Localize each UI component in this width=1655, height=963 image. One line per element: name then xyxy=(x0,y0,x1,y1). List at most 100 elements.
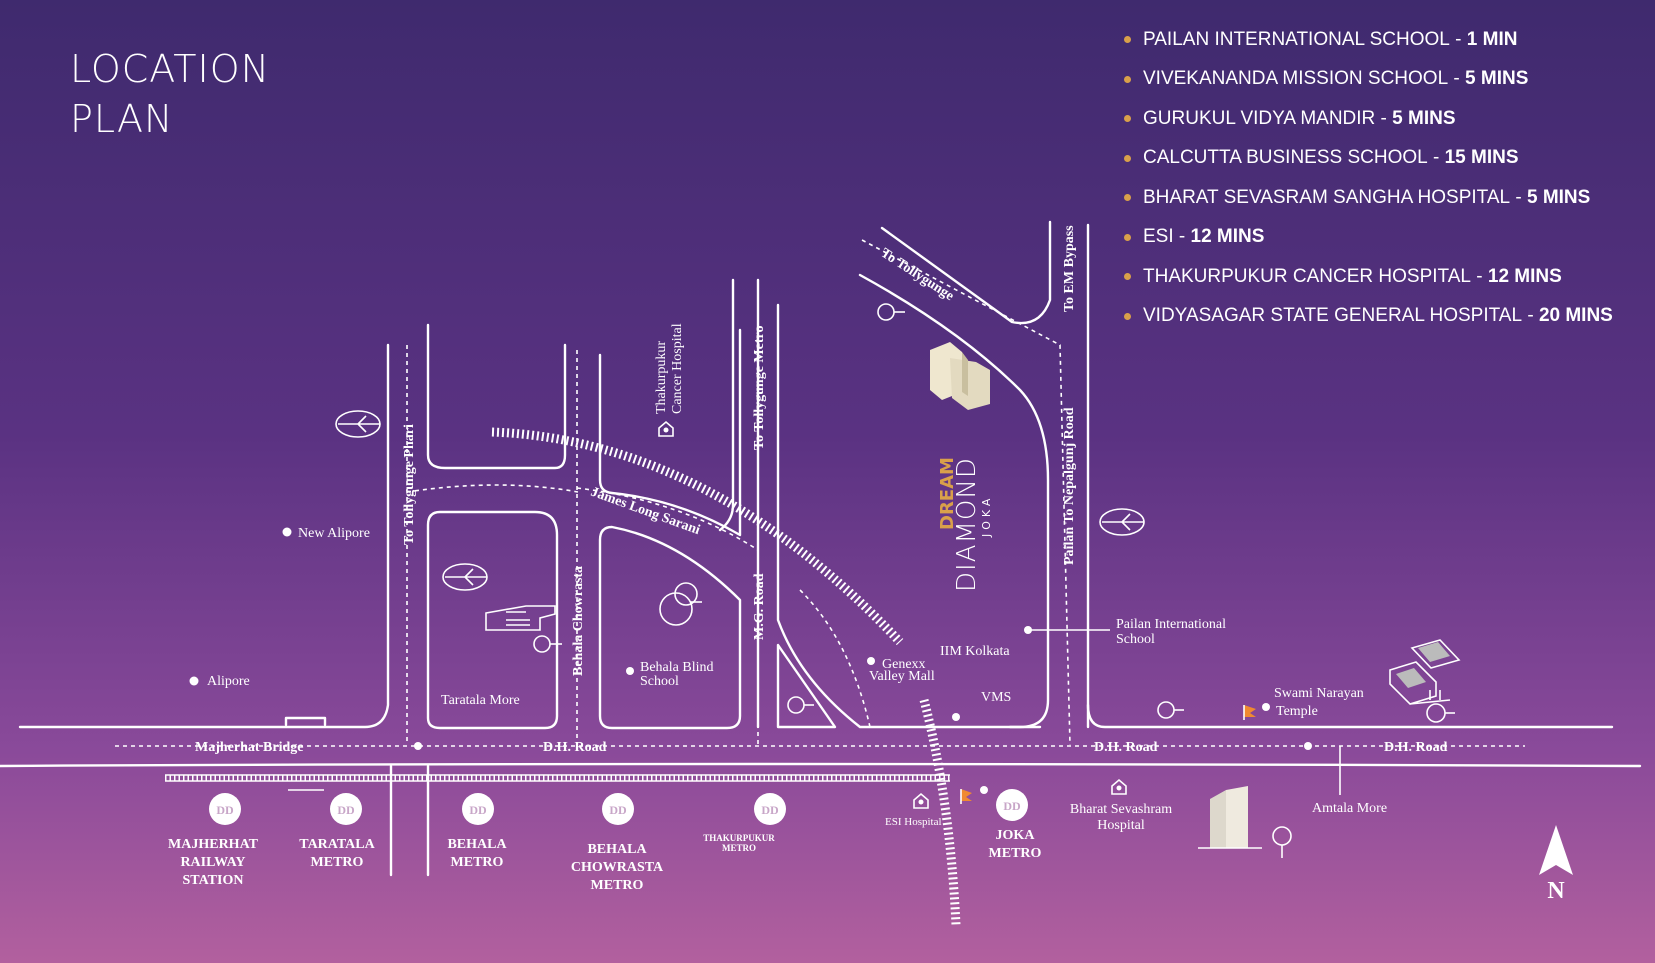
road-label-mg-road: M.G. Road xyxy=(752,573,767,640)
legend-place: THAKURPUKUR CANCER HOSPITAL xyxy=(1143,265,1471,287)
hospital-icon xyxy=(913,792,929,809)
road-label-nepalgunj-road: Pailan To Nepalgunj Road xyxy=(1062,407,1077,565)
park-leaf-icon xyxy=(442,563,488,591)
road-network xyxy=(0,220,1642,926)
legend-item: VIVEKANANDA MISSION SCHOOL - 5 MINS xyxy=(1124,60,1613,100)
temple-flag-icon xyxy=(1243,705,1256,720)
place-alipore: Alipore xyxy=(207,674,250,689)
legend-item: PAILAN INTERNATIONAL SCHOOL - 1 MIN xyxy=(1124,20,1613,60)
road-label-dh-road: D.H. Road xyxy=(1094,740,1158,755)
bullet-icon xyxy=(1124,115,1131,123)
location-dot xyxy=(414,742,422,750)
legend-place: VIDYASAGAR STATE GENERAL HOSPITAL xyxy=(1143,305,1523,327)
place-pailan-school-2: School xyxy=(1116,632,1155,647)
road-label-james-long-sarani: James Long Sarani xyxy=(589,485,702,539)
place-new-alipore: New Alipore xyxy=(298,526,370,541)
travel-time-legend: PAILAN INTERNATIONAL SCHOOL - 1 MIN VIVE… xyxy=(1124,20,1613,336)
legend-place: GURUKUL VIDYA MANDIR xyxy=(1143,107,1376,129)
to-tollygunge-road-south xyxy=(858,273,1050,729)
station-label: CHOWRASTA xyxy=(571,860,664,875)
station-label: JOKA xyxy=(996,828,1036,843)
station-labels: MAJHERHAT RAILWAY STATION TARATALA METRO… xyxy=(168,828,1042,893)
page-title: LOCATION PLAN xyxy=(70,44,270,144)
tollygunge-phari-road xyxy=(426,323,567,470)
place-genexx-2: Valley Mall xyxy=(869,669,935,684)
station-icon: DD xyxy=(754,793,786,825)
station-icon: DD xyxy=(462,793,494,825)
station-label: STATION xyxy=(183,873,244,888)
tree-icon xyxy=(1272,826,1292,858)
station-label: METRO xyxy=(311,855,364,870)
road-label-em-bypass: To EM Bypass xyxy=(1062,225,1077,312)
small-bracket xyxy=(284,716,327,727)
logo-brand-joka: JOKA xyxy=(980,495,993,538)
place-genexx: Genexx xyxy=(882,657,926,672)
hospital-icon xyxy=(1111,778,1127,795)
dh-road-lower-edge xyxy=(0,762,1642,768)
logo-brand-diamond: DIAMOND xyxy=(952,457,982,592)
svg-text:DD: DD xyxy=(337,803,355,817)
legend-time: 5 MINS xyxy=(1526,186,1591,208)
place-iim-kolkata: IIM Kolkata xyxy=(940,644,1010,659)
location-dot xyxy=(1262,703,1270,711)
legend-place: PAILAN INTERNATIONAL SCHOOL xyxy=(1143,28,1450,50)
place-bharat-sevashram-2: Hospital xyxy=(1097,818,1145,833)
station-label: TARATALA xyxy=(299,837,375,852)
svg-text:DD: DD xyxy=(761,803,779,817)
place-labels: New Alipore Alipore Taratala More Behala… xyxy=(207,323,1387,833)
triangle-island xyxy=(776,643,837,729)
place-amtala-more: Amtala More xyxy=(1312,801,1387,816)
building-icon xyxy=(1198,786,1262,849)
place-behala-blind-school: Behala Blind xyxy=(640,660,714,675)
tree-icon xyxy=(1426,703,1455,723)
map-icons: DD DD DD DD DD DD xyxy=(189,303,1573,875)
location-dot xyxy=(980,786,988,794)
legend-item: ESI - 12 MINS xyxy=(1124,218,1613,258)
legend-place: BHARAT SEVASRAM SANGHA HOSPITAL xyxy=(1143,186,1511,208)
bullet-icon xyxy=(1124,312,1131,320)
location-dot xyxy=(1024,626,1032,634)
esi-flag-icon xyxy=(960,789,972,804)
tree-icon xyxy=(533,635,562,653)
tree-icon xyxy=(787,696,814,714)
place-vms: VMS xyxy=(981,690,1011,705)
road-label-tollygunge-metro: To Tollygunge Metro xyxy=(752,326,767,450)
road-labels: To Tollygunge Phari Behala Chowrasta M.G… xyxy=(195,225,1448,755)
logo-brand-dream: DREAM xyxy=(937,457,958,530)
location-dot xyxy=(867,657,875,665)
james-long-sarani-centerline xyxy=(576,487,759,551)
place-thakurpukur-cancer-2: Cancer Hospital xyxy=(670,323,685,414)
inner-dashed-road xyxy=(406,484,579,493)
place-behala-blind-school-2: School xyxy=(640,674,679,689)
station-label: METRO xyxy=(591,878,644,893)
legend-item: THAKURPUKUR CANCER HOSPITAL - 12 MINS xyxy=(1124,257,1613,297)
tree-icon xyxy=(877,303,905,321)
svg-text:DD: DD xyxy=(609,803,627,817)
hospital-icon xyxy=(658,420,674,437)
project-logo: DREAM DIAMOND JOKA xyxy=(937,457,993,592)
legend-place: ESI xyxy=(1143,226,1174,248)
school-building-icon xyxy=(1389,639,1461,705)
park-leaf-icon xyxy=(1099,508,1145,536)
title-line-2: PLAN xyxy=(70,97,174,141)
taratala-connector xyxy=(389,764,430,877)
legend-item: GURUKUL VIDYA MANDIR - 5 MINS xyxy=(1124,99,1613,139)
bullet-icon xyxy=(1124,273,1131,281)
station-icon: DD xyxy=(209,793,241,825)
legend-time: 12 MINS xyxy=(1487,265,1562,287)
dh-road-upper-edge xyxy=(18,343,390,729)
svg-text:DD: DD xyxy=(1003,799,1021,813)
to-tollygunge-road-north xyxy=(880,220,1052,325)
legend-time: 12 MINS xyxy=(1190,226,1265,248)
station-icon: DD xyxy=(602,793,634,825)
railway-rails xyxy=(165,774,950,782)
place-swami-narayan-2: Temple xyxy=(1276,704,1318,719)
place-thakurpukur-cancer: Thakurpukur xyxy=(654,341,669,414)
location-dot xyxy=(952,713,960,721)
bullet-icon xyxy=(1124,75,1131,83)
road-label-majherhat-bridge: Majherhat Bridge xyxy=(195,740,303,755)
title-line-1: LOCATION xyxy=(70,47,271,91)
metro-viaduct xyxy=(491,427,904,646)
road-label-behala-chowrasta: Behala Chowrasta xyxy=(571,566,586,676)
location-dot xyxy=(1304,742,1312,750)
